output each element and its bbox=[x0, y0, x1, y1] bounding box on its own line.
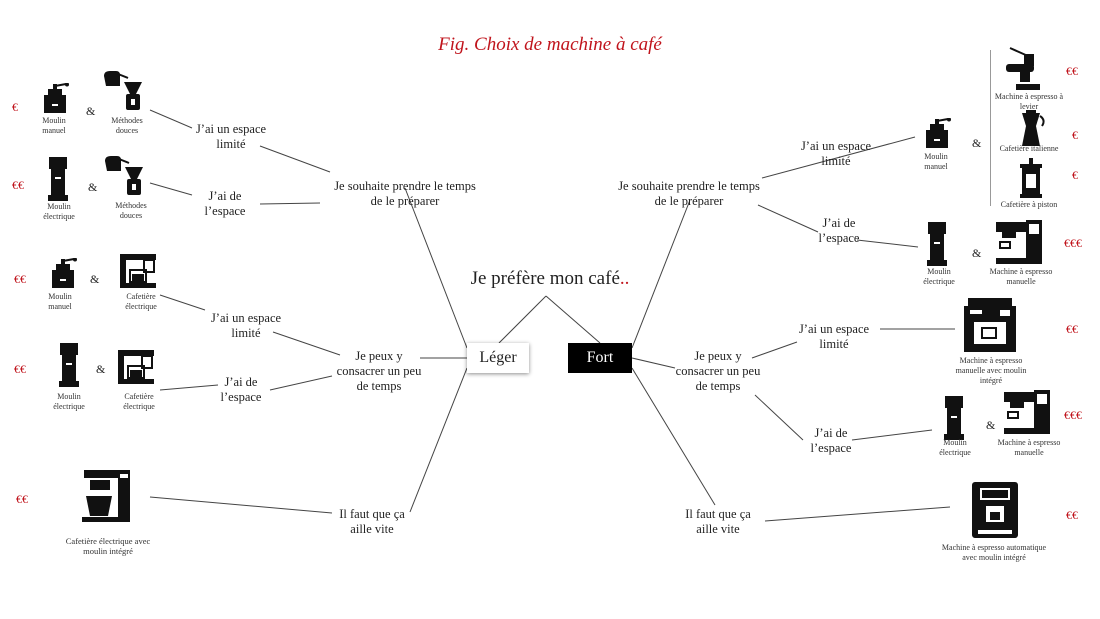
manual-espresso-icon bbox=[1004, 390, 1052, 434]
lever-espresso-icon bbox=[1002, 46, 1042, 90]
amp-r2: & bbox=[972, 246, 982, 260]
cap-machine-manuelle-r4: Machine à espresso manuelle bbox=[997, 438, 1061, 457]
pref-fast-left: Il faut que ça aille vite bbox=[339, 507, 405, 536]
space-some-r2: J’ai de l’espace bbox=[810, 426, 852, 455]
cap-moulin-elec-l2: Moulin électrique bbox=[43, 202, 75, 221]
root-question: Je préfère mon café.. bbox=[440, 268, 660, 290]
espresso-with-grinder-icon bbox=[964, 298, 1016, 352]
manual-grinder-icon bbox=[40, 83, 70, 115]
price-l5: €€ bbox=[16, 492, 28, 506]
cap-methodes-l2: Méthodes douces bbox=[115, 201, 147, 220]
space-limited-r1: J’ai un espace limité bbox=[800, 139, 872, 168]
cap-moulin-elec-l4: Moulin électrique bbox=[53, 392, 85, 411]
price-r2: €€€ bbox=[1064, 236, 1082, 250]
price-l4: €€ bbox=[14, 362, 26, 376]
cap-machine-auto: Machine à espresso automatique avec moul… bbox=[941, 543, 1047, 562]
space-limited-r2: J’ai un espace limité bbox=[798, 322, 870, 351]
cap-cafetiere-elec-l4: Cafetière électrique bbox=[123, 392, 155, 411]
cap-moulin-elec-r2: Moulin électrique bbox=[923, 267, 955, 286]
cap-moulin-elec-r4: Moulin électrique bbox=[939, 438, 971, 457]
manual-espresso-icon bbox=[996, 220, 1044, 264]
pref-prepare-left: Je souhaite prendre le temps de le prépa… bbox=[334, 179, 476, 208]
automatic-espresso-icon bbox=[972, 482, 1018, 538]
drip-coffee-maker-icon bbox=[118, 254, 158, 288]
branch-leger: Léger bbox=[467, 343, 529, 373]
moka-pot-icon bbox=[1016, 110, 1046, 146]
root-dots: .. bbox=[619, 268, 630, 289]
electric-grinder-icon bbox=[942, 396, 966, 440]
cap-cafetiere-italienne: Cafetière italienne bbox=[999, 144, 1059, 153]
cap-moulin-manuel-l1: Moulin manuel bbox=[42, 116, 66, 135]
amp-l1: & bbox=[86, 104, 96, 118]
cap-machine-levier: Machine à espresso à levier bbox=[994, 92, 1064, 111]
french-press-icon bbox=[1016, 158, 1046, 198]
price-r4: €€€ bbox=[1064, 408, 1082, 422]
price-r-piston: € bbox=[1072, 168, 1078, 182]
pref-some-time-left: Je peux y consacrer un peu de temps bbox=[336, 349, 422, 393]
cap-machine-manuelle-moulin: Machine à espresso manuelle avec moulin … bbox=[955, 356, 1027, 385]
pref-prepare-right: Je souhaite prendre le temps de le prépa… bbox=[618, 179, 760, 208]
manual-grinder-icon bbox=[922, 118, 952, 150]
line-root-leger bbox=[498, 295, 547, 344]
cap-cafetiere-integre: Cafetière électrique avec moulin intégré bbox=[65, 536, 151, 556]
price-l3: €€ bbox=[14, 272, 26, 286]
space-limited-l1: J’ai un espace limité bbox=[195, 122, 267, 151]
space-some-r1: J’ai de l’espace bbox=[818, 216, 860, 245]
cap-machine-manuelle-r2: Machine à espresso manuelle bbox=[989, 267, 1053, 286]
root-text: Je préfère mon café bbox=[470, 268, 620, 289]
pour-over-icon bbox=[103, 155, 147, 195]
price-r-italienne: € bbox=[1072, 128, 1078, 142]
electric-grinder-icon bbox=[57, 343, 81, 387]
drip-with-grinder-icon bbox=[82, 470, 132, 522]
cap-moulin-manuel-l3: Moulin manuel bbox=[48, 292, 72, 311]
amp-l2: & bbox=[88, 180, 98, 194]
pref-some-time-right: Je peux y consacrer un peu de temps bbox=[675, 349, 761, 393]
price-r5: €€ bbox=[1066, 508, 1078, 522]
electric-grinder-icon bbox=[925, 222, 949, 266]
amp-r1: & bbox=[972, 136, 982, 150]
drip-coffee-maker-icon bbox=[116, 350, 156, 384]
divider bbox=[990, 50, 991, 206]
space-some-l1: J’ai de l’espace bbox=[204, 189, 246, 218]
amp-l3: & bbox=[90, 272, 100, 286]
figure-title: Fig. Choix de machine à café bbox=[438, 34, 662, 55]
space-limited-l2: J’ai un espace limité bbox=[210, 311, 282, 340]
pref-fast-right: Il faut que ça aille vite bbox=[685, 507, 751, 536]
amp-l4: & bbox=[96, 362, 106, 376]
price-r3: €€ bbox=[1066, 322, 1078, 336]
manual-grinder-icon bbox=[48, 258, 78, 290]
cap-cafetiere-piston: Cafetière à piston bbox=[1000, 200, 1058, 209]
electric-grinder-icon bbox=[46, 157, 70, 201]
branch-fort: Fort bbox=[568, 343, 632, 373]
cap-methodes-l1: Méthodes douces bbox=[111, 116, 143, 135]
pour-over-icon bbox=[102, 70, 146, 110]
amp-r4: & bbox=[986, 418, 996, 432]
space-some-l2: J’ai de l’espace bbox=[220, 375, 262, 404]
cap-cafetiere-elec-l3: Cafetière électrique bbox=[125, 292, 157, 311]
price-l2: €€ bbox=[12, 178, 24, 192]
cap-moulin-manuel-r1: Moulin manuel bbox=[924, 152, 948, 171]
price-l1: € bbox=[12, 100, 18, 114]
price-r-levier: €€ bbox=[1066, 64, 1078, 78]
